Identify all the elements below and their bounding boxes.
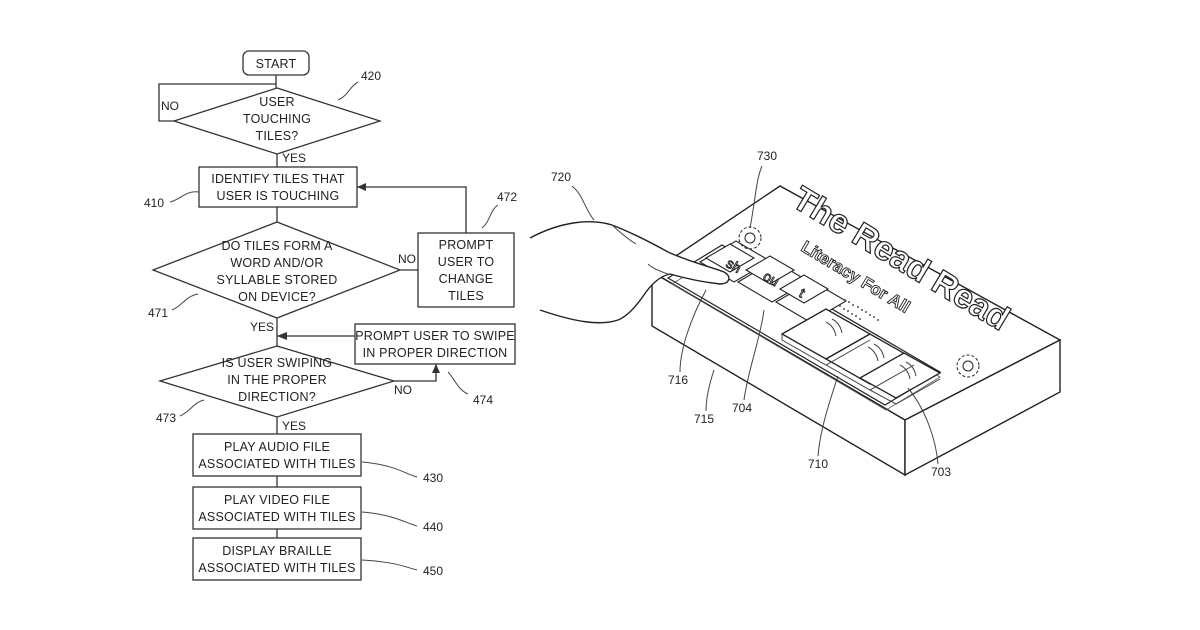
flowchart: START USER TOUCHING TILES? NO 420 YES ID…: [144, 51, 517, 580]
no-label-473: NO: [394, 383, 412, 397]
ref-474: 474: [473, 393, 493, 407]
b430-line-1: PLAY AUDIO FILE: [224, 440, 330, 454]
arrowhead: [277, 332, 287, 340]
b472-line-4: TILES: [448, 289, 484, 303]
d471-line-3: SYLLABLE STORED: [217, 273, 338, 287]
no-label-471: NO: [398, 252, 416, 266]
b474-line-1: PROMPT USER TO SWIPE: [355, 329, 515, 343]
yes-label-471: YES: [250, 320, 274, 334]
arrowhead: [432, 364, 440, 373]
arrowhead: [357, 183, 366, 191]
d471-line-1: DO TILES FORM A: [221, 239, 333, 253]
leader-715: [706, 370, 714, 411]
leader-430: [362, 462, 417, 477]
leader-473: [180, 400, 204, 416]
leader-450: [362, 560, 417, 570]
ref-715: 715: [694, 412, 714, 426]
b472-line-3: CHANGE: [439, 272, 494, 286]
ref-472: 472: [497, 190, 517, 204]
ref-420: 420: [361, 69, 381, 83]
d420-line-2: TOUCHING: [243, 112, 311, 126]
d471-line-4: ON DEVICE?: [238, 290, 316, 304]
yes-label-473: YES: [282, 419, 306, 433]
b450-line-1: DISPLAY BRAILLE: [222, 544, 332, 558]
b410-line-1: IDENTIFY TILES THAT: [211, 172, 345, 186]
yes-label-420: YES: [282, 151, 306, 165]
leader-472: [482, 205, 498, 228]
leader-720: [572, 186, 594, 220]
ref-473: 473: [156, 411, 176, 425]
b472-line-2: USER TO: [438, 255, 495, 269]
leader-440: [362, 512, 417, 526]
d420-line-1: USER: [259, 95, 295, 109]
no-473-to-474: [394, 364, 436, 381]
ref-440: 440: [423, 520, 443, 534]
b440-line-2: ASSOCIATED WITH TILES: [198, 510, 355, 524]
ref-710: 710: [808, 457, 828, 471]
b440-line-1: PLAY VIDEO FILE: [224, 493, 330, 507]
leader-471: [172, 294, 198, 310]
ref-410: 410: [144, 196, 164, 210]
ref-704: 704: [732, 401, 752, 415]
d473-line-3: DIRECTION?: [238, 390, 316, 404]
ref-716: 716: [668, 373, 688, 387]
b430-line-2: ASSOCIATED WITH TILES: [198, 457, 355, 471]
ref-430: 430: [423, 471, 443, 485]
device-illustration: sh ou t The Read Read Literacy For All: [530, 149, 1060, 479]
leader-410: [170, 192, 199, 202]
b410-line-2: USER IS TOUCHING: [217, 189, 340, 203]
no-label-420: NO: [161, 99, 179, 113]
ref-720: 720: [551, 170, 571, 184]
ref-730: 730: [757, 149, 777, 163]
leader-420: [338, 82, 358, 100]
d471-line-2: WORD AND/OR: [230, 256, 323, 270]
d420-line-3: TILES?: [256, 129, 299, 143]
b450-line-2: ASSOCIATED WITH TILES: [198, 561, 355, 575]
ref-471: 471: [148, 306, 168, 320]
ref-703: 703: [931, 465, 951, 479]
d473-line-1: IS USER SWIPING: [222, 356, 333, 370]
d473-line-2: IN THE PROPER: [227, 373, 327, 387]
start-label: START: [256, 57, 297, 71]
b474-line-2: IN PROPER DIRECTION: [363, 346, 508, 360]
b472-line-1: PROMPT: [439, 238, 494, 252]
leader-474: [448, 372, 468, 394]
ref-450: 450: [423, 564, 443, 578]
loop-472-to-410: [357, 187, 466, 233]
